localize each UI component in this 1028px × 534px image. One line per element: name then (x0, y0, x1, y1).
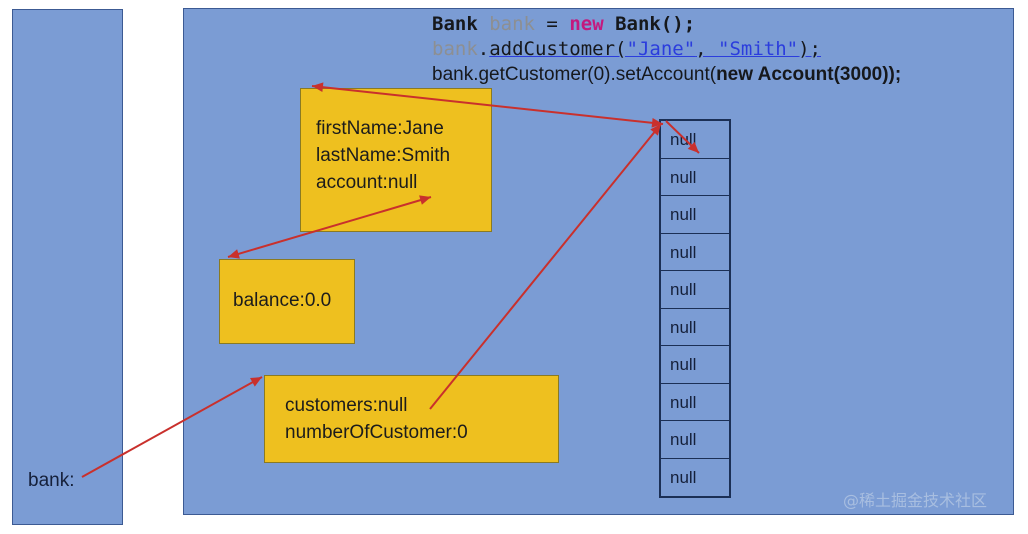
account-object-box: balance:0.0 (219, 259, 355, 344)
code-token: new (569, 13, 604, 35)
bank-object-box: customers:null numberOfCustomer:0 (264, 375, 559, 463)
array-cell: null (661, 421, 729, 459)
stack-panel (12, 9, 123, 525)
code-token: ); (798, 38, 821, 60)
array-cell: null (661, 159, 729, 196)
code-line-1: Bank bank = new Bank(); (432, 12, 952, 37)
code-token: Bank(); (615, 13, 696, 35)
code-snippet: Bank bank = new Bank(); bank.addCustomer… (432, 12, 952, 87)
code-line-2: bank.addCustomer("Jane", "Smith"); (432, 37, 952, 62)
code-token (478, 13, 489, 35)
code-token: bank (432, 38, 478, 60)
code-token: bank.getCustomer(0).setAccount( (432, 64, 717, 85)
array-cell: null (670, 467, 697, 487)
array-cell: null (661, 384, 729, 421)
array-cell: null (661, 196, 729, 234)
field-balance: balance:0.0 (233, 290, 332, 311)
array-cell: null (661, 234, 729, 271)
code-token (604, 13, 615, 35)
customer-object-box: firstName:Jane lastName:Smith account:nu… (300, 88, 492, 232)
customers-array: null null null null null null null null … (659, 119, 731, 498)
array-cell: null (661, 121, 729, 159)
array-cell: null (661, 309, 729, 346)
code-token: new Account(3000)); (716, 64, 902, 85)
code-token: bank (489, 13, 535, 35)
field-last-name: lastName:Smith (316, 145, 451, 166)
field-customers: customers:null (285, 395, 408, 416)
field-first-name: firstName:Jane (316, 118, 444, 139)
account-object-text: balance:0.0 (233, 287, 331, 314)
code-token: , (695, 38, 719, 60)
field-account: account:null (316, 172, 418, 193)
bank-object-text: customers:null numberOfCustomer:0 (285, 392, 468, 446)
watermark: @稀土掘金技术社区 (843, 491, 988, 510)
field-number-of-customer: numberOfCustomer:0 (285, 422, 468, 443)
code-token: "Jane" (626, 38, 696, 60)
code-line-3: bank.getCustomer(0).setAccount(new Accou… (432, 62, 952, 87)
customer-object-text: firstName:Jane lastName:Smith account:nu… (316, 115, 450, 196)
array-cell: null (661, 346, 729, 384)
code-token: . (477, 38, 490, 60)
code-token: = (534, 13, 570, 35)
code-token: addCustomer( (489, 38, 627, 60)
code-token: Bank (432, 13, 478, 35)
bank-reference-label: bank: (28, 470, 75, 491)
code-token: "Smith" (718, 38, 799, 60)
array-cell: null (661, 271, 729, 309)
